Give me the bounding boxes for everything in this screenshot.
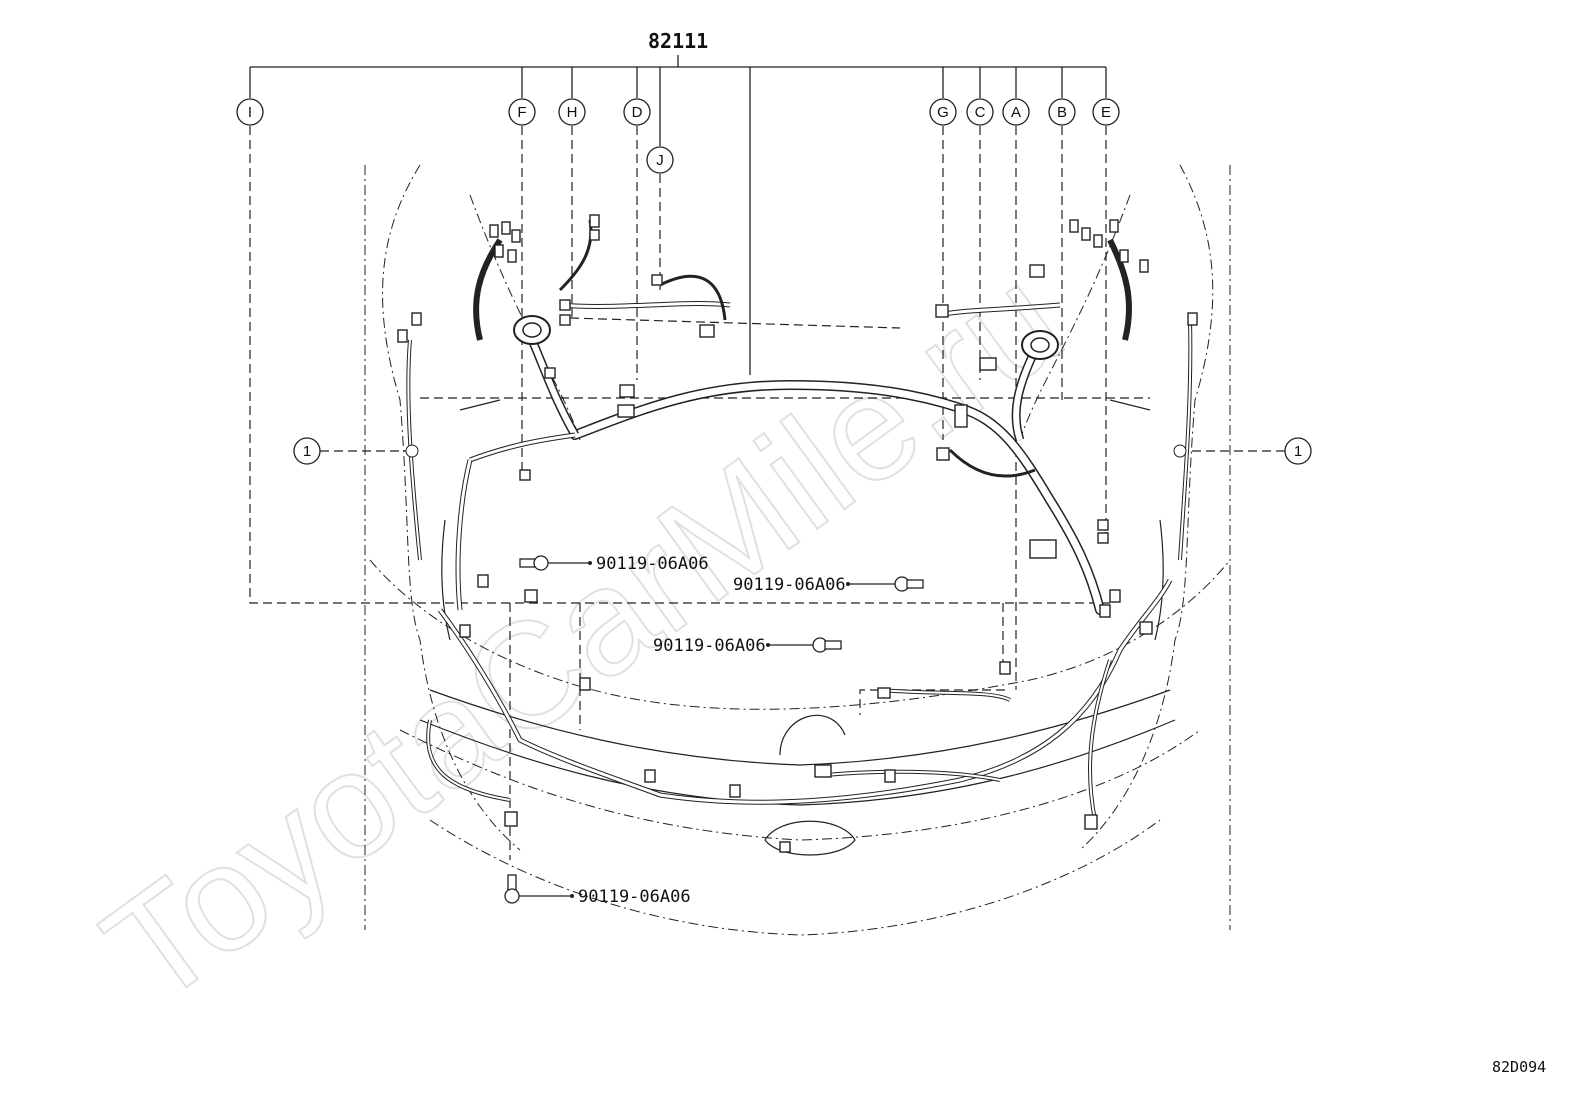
bolt-icon: [504, 555, 924, 904]
svg-text:F: F: [517, 104, 526, 121]
callout-c: C: [966, 98, 994, 126]
svg-text:90119-06A06: 90119-06A06: [733, 575, 846, 595]
svg-text:I: I: [248, 104, 252, 121]
svg-text:D: D: [632, 104, 643, 121]
bolt-label-bottom: 90119-06A06: [519, 887, 691, 907]
callout-bracket: [249, 55, 1107, 375]
callout-1-right: 1: [1284, 437, 1312, 465]
callout-f: F: [508, 98, 536, 126]
svg-text:1: 1: [303, 443, 311, 460]
svg-text:J: J: [656, 152, 664, 169]
callout-g: G: [929, 98, 957, 126]
callout-e: E: [1092, 98, 1120, 126]
vehicle-body-lines: [419, 399, 1176, 856]
callout-a: A: [1002, 98, 1030, 126]
svg-text:90119-06A06: 90119-06A06: [653, 636, 766, 656]
svg-text:G: G: [937, 104, 949, 121]
callout-b: B: [1048, 98, 1076, 126]
svg-text:90119-06A06: 90119-06A06: [578, 887, 691, 907]
callout-j: J: [646, 146, 674, 174]
group-part-number: 82111: [648, 29, 708, 53]
bolt-label-center: 90119-06A06: [653, 636, 813, 656]
svg-text:C: C: [975, 104, 986, 121]
bolt-label-left-upper: 90119-06A06: [548, 554, 709, 574]
callout-i: I: [236, 98, 264, 126]
svg-text:1: 1: [1294, 443, 1302, 460]
svg-text:A: A: [1011, 104, 1021, 121]
svg-text:90119-06A06: 90119-06A06: [596, 554, 709, 574]
figure-code: 82D094: [1492, 1058, 1546, 1076]
grommets: [405, 315, 1187, 458]
callout-1-left: 1: [293, 437, 321, 465]
bolt-label-right: 90119-06A06: [733, 575, 895, 595]
callout-d: D: [623, 98, 651, 126]
svg-text:E: E: [1101, 104, 1111, 121]
watermark: ToyotaCarMile.ru: [75, 234, 1091, 1036]
connectors: [397, 214, 1198, 853]
callout-h: H: [558, 98, 586, 126]
svg-text:H: H: [567, 104, 578, 121]
svg-text:B: B: [1057, 104, 1067, 121]
